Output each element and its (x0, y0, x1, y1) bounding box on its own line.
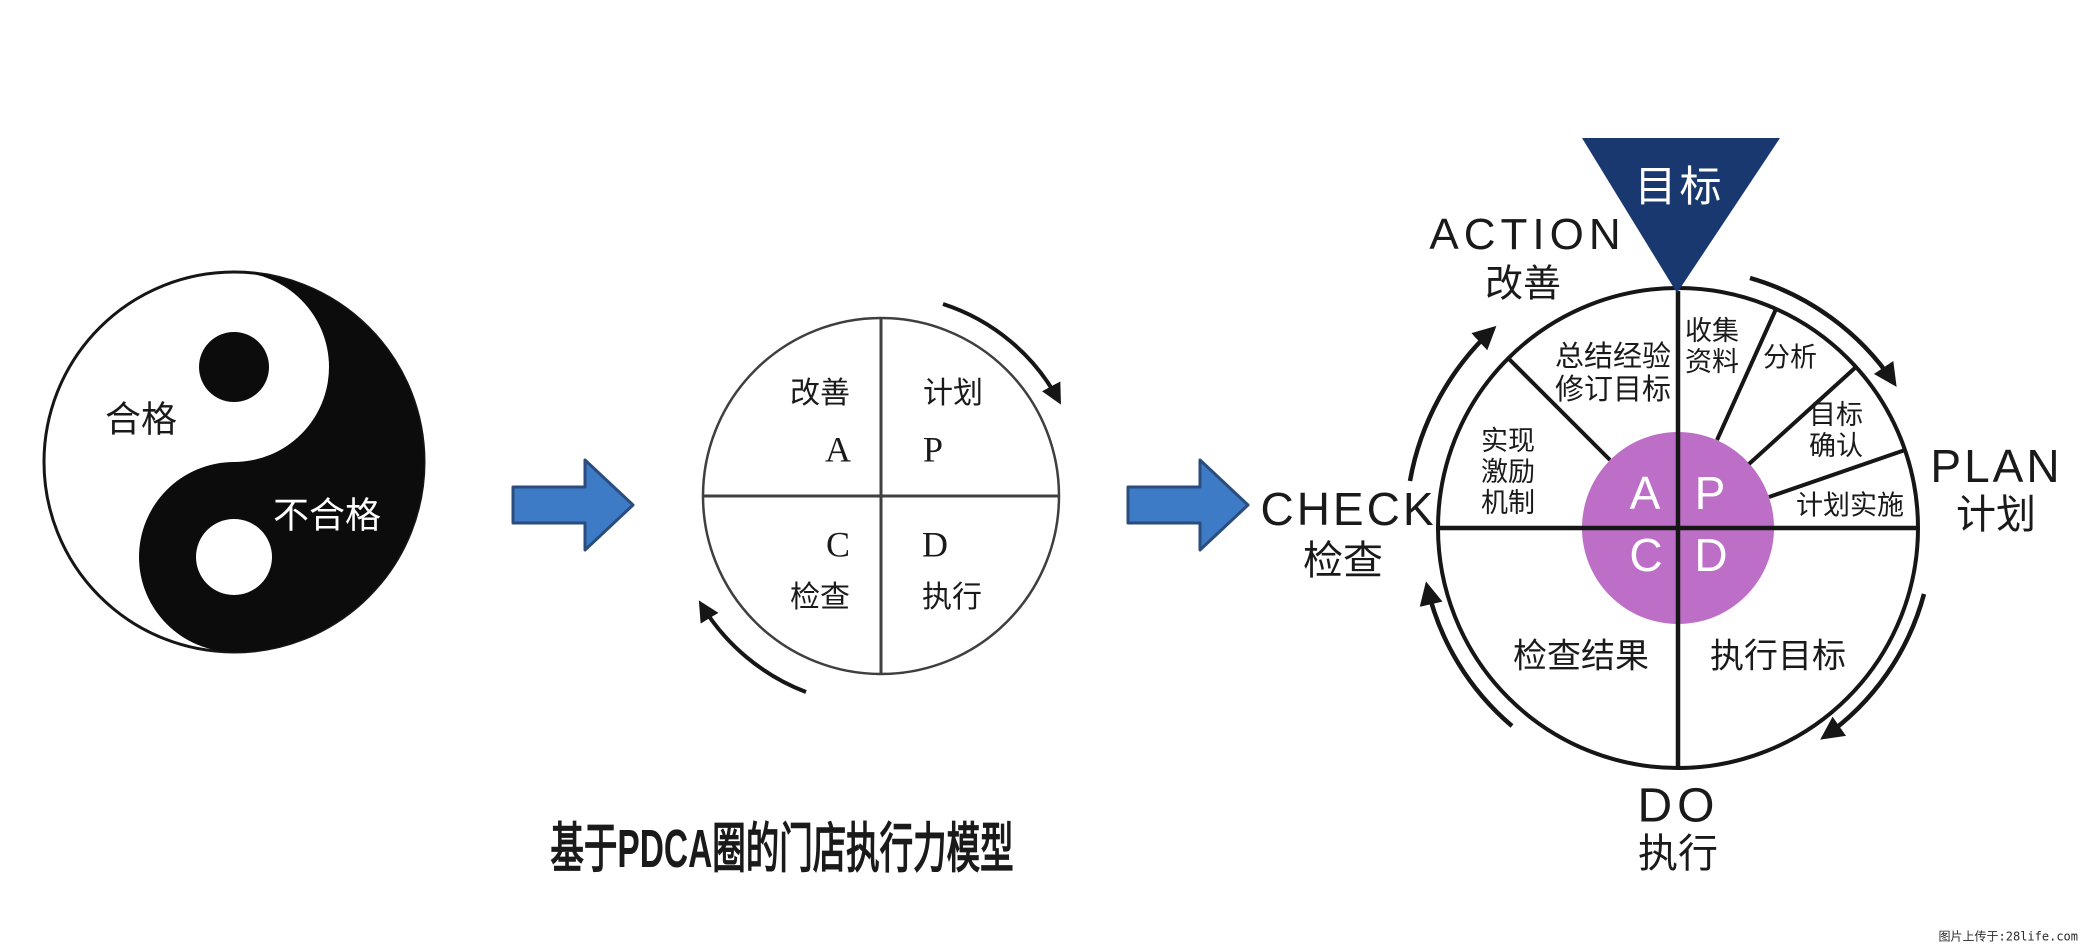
simple-letter-d: D (922, 524, 948, 565)
simple-letter-p: P (922, 429, 944, 470)
phase-do-zh: 执行 (1638, 832, 1718, 877)
hub-letter-a: A (1629, 466, 1661, 519)
clockwise-arrow-bottom-icon (698, 600, 807, 694)
qualified-label: 合格 (104, 398, 178, 440)
hub-letter-c: C (1629, 528, 1663, 581)
segment-analyze: 分析 (1763, 342, 1817, 373)
segment-confirm: 目标 确认 (1809, 400, 1863, 461)
segment-incentive: 实现 激励 机制 (1481, 425, 1535, 518)
flow-arrow-right-icon (1126, 458, 1250, 552)
watermark: 图片上传于:28life.com (1938, 929, 2078, 944)
segment-check-result: 检查结果 (1513, 637, 1649, 676)
flow-arrow-left-icon (511, 458, 635, 552)
cycle-arrows (1407, 275, 1927, 740)
yang-dot (196, 519, 272, 595)
segment-summarize: 总结经验 修订目标 (1554, 340, 1672, 406)
cycle-arrow-left-lower-icon (1419, 581, 1514, 728)
segment-implement: 计划实施 (1796, 490, 1904, 521)
simple-letter-c: C (825, 524, 851, 565)
cycle-arrow-left-upper-icon (1407, 325, 1497, 482)
simple-plan-label: 计划 (923, 376, 983, 410)
sector-dividers (1506, 308, 1906, 499)
not-qualified-label: 不合格 (272, 494, 382, 536)
simple-check-label: 检查 (790, 580, 850, 614)
goal-label: 目标 (1634, 163, 1725, 211)
yin-dot (199, 332, 269, 402)
hub-letter-d: D (1694, 528, 1728, 581)
phase-do-en: DO (1637, 779, 1720, 833)
simple-do-label: 执行 (922, 580, 982, 614)
diagram-caption: 基于PDCA圈的门店执行力模型 (550, 819, 1014, 880)
phase-check-zh: 检查 (1303, 539, 1383, 584)
simple-letter-a: A (825, 429, 851, 470)
pdca-wheel (1407, 138, 1927, 770)
phase-plan-zh: 计划 (1956, 493, 2036, 538)
phase-check-en: CHECK (1260, 482, 1437, 535)
phase-action-zh: 改善 (1484, 263, 1562, 306)
hub-letter-p: P (1694, 466, 1726, 519)
cycle-arrow-bottomright-icon (1820, 593, 1927, 740)
segment-collect: 收集 资料 (1685, 316, 1739, 377)
phase-plan-en: PLAN (1930, 439, 2063, 492)
simple-pdca-circle (698, 302, 1061, 694)
yin-yang-icon (42, 270, 426, 654)
goal-triangle-icon (1582, 138, 1780, 293)
cycle-arrow-topright-icon (1749, 275, 1897, 387)
phase-action-en: ACTION (1429, 209, 1626, 259)
segment-execute-goal: 执行目标 (1710, 637, 1846, 676)
simple-improve-label: 改善 (790, 376, 850, 410)
clockwise-arrow-top-icon (942, 302, 1061, 405)
